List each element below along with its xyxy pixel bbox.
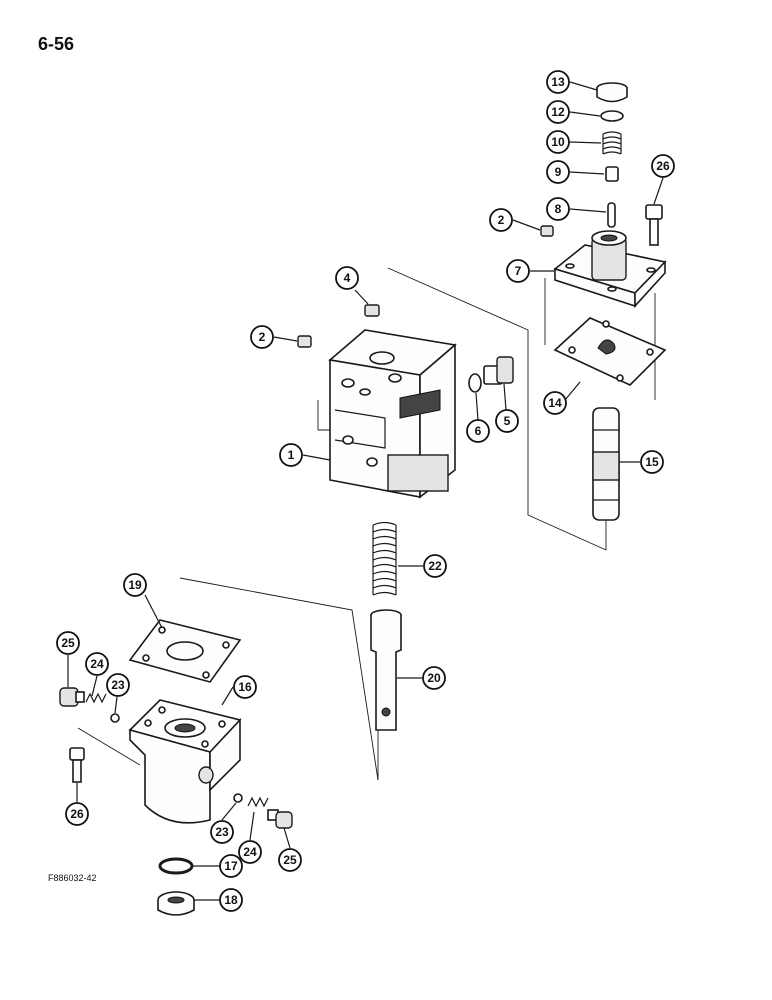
callout-22-label: 22 [428, 559, 442, 573]
callout-10-label: 10 [551, 135, 565, 149]
callout-6: 6 [466, 419, 490, 443]
o-ring-17 [158, 857, 194, 875]
callout-20: 20 [422, 666, 446, 690]
callout-13: 13 [546, 70, 570, 94]
figure-code: F886032-42 [48, 873, 97, 883]
callout-12-label: 12 [551, 105, 565, 119]
gasket-19 [128, 619, 242, 683]
callout-25-left-label: 25 [61, 636, 75, 650]
callout-1: 1 [279, 443, 303, 467]
callout-14: 14 [543, 391, 567, 415]
spring-24-left [85, 692, 107, 704]
callout-26-bottom: 26 [65, 802, 89, 826]
spring-24-right [247, 796, 269, 808]
callout-leaders [67, 81, 664, 901]
callout-22: 22 [423, 554, 447, 578]
callout-9-label: 9 [555, 165, 562, 179]
callout-5: 5 [495, 409, 519, 433]
ball-23-right [233, 793, 243, 803]
callout-17-label: 17 [224, 859, 238, 873]
callout-26-top-label: 26 [656, 159, 670, 173]
callout-24-left-label: 24 [90, 657, 104, 671]
callout-17: 17 [219, 854, 243, 878]
callout-1-label: 1 [288, 448, 295, 462]
plug-4 [364, 304, 380, 317]
callout-2-mid-label: 2 [259, 330, 266, 344]
ball-23-left [110, 713, 120, 723]
callout-25-left: 25 [56, 631, 80, 655]
callout-8-label: 8 [555, 202, 562, 216]
callout-26-bottom-label: 26 [70, 807, 84, 821]
callout-12: 12 [546, 100, 570, 124]
piston-20 [370, 609, 402, 731]
screw-26-top [645, 204, 663, 246]
callout-13-label: 13 [551, 75, 565, 89]
callout-15-label: 15 [645, 455, 659, 469]
o-ring-12 [600, 110, 624, 122]
callout-15: 15 [640, 450, 664, 474]
gasket-14 [553, 317, 667, 386]
callout-24-left: 24 [85, 652, 109, 676]
valve-body-1 [328, 329, 457, 499]
callout-20-label: 20 [427, 671, 441, 685]
callout-2-mid: 2 [250, 325, 274, 349]
cap-plug-13 [596, 82, 628, 103]
callout-23-right-label: 23 [215, 825, 229, 839]
callout-9: 9 [546, 160, 570, 184]
callout-24-right: 24 [238, 840, 262, 864]
callout-16: 16 [233, 675, 257, 699]
callout-7: 7 [506, 259, 530, 283]
callout-5-label: 5 [504, 414, 511, 428]
spring-10 [602, 131, 622, 155]
callout-25-right-label: 25 [283, 853, 297, 867]
plug-25-right [267, 809, 293, 829]
spool-15 [592, 407, 620, 521]
callout-2-top: 2 [489, 208, 513, 232]
callout-18-label: 18 [224, 893, 238, 907]
callout-7-label: 7 [515, 264, 522, 278]
callout-16-label: 16 [238, 680, 252, 694]
callout-23-right: 23 [210, 820, 234, 844]
callout-19: 19 [123, 573, 147, 597]
plug-25-left [59, 687, 85, 707]
callout-14-label: 14 [548, 396, 562, 410]
callout-23-left-label: 23 [111, 678, 125, 692]
callout-18: 18 [219, 888, 243, 912]
o-ring-6 [468, 373, 482, 393]
plug-2-top [540, 225, 554, 237]
callout-4: 4 [335, 266, 359, 290]
pin-8 [607, 202, 616, 228]
callout-19-label: 19 [128, 578, 142, 592]
callout-2-top-label: 2 [498, 213, 505, 227]
seal-18 [157, 891, 195, 916]
fitting-5 [483, 356, 514, 385]
callout-4-label: 4 [344, 271, 351, 285]
callout-23-left: 23 [106, 673, 130, 697]
callout-10: 10 [546, 130, 570, 154]
plug-2-mid [297, 335, 312, 348]
housing-16 [128, 699, 242, 824]
callout-8: 8 [546, 197, 570, 221]
cover-plate-7 [553, 230, 667, 309]
callout-6-label: 6 [475, 424, 482, 438]
callout-24-right-label: 24 [243, 845, 257, 859]
callout-26-top: 26 [651, 154, 675, 178]
spring-22 [372, 521, 397, 596]
callout-25-right: 25 [278, 848, 302, 872]
page-number: 6-56 [38, 34, 75, 54]
screw-26-bottom [69, 747, 85, 783]
poppet-9 [605, 166, 619, 182]
